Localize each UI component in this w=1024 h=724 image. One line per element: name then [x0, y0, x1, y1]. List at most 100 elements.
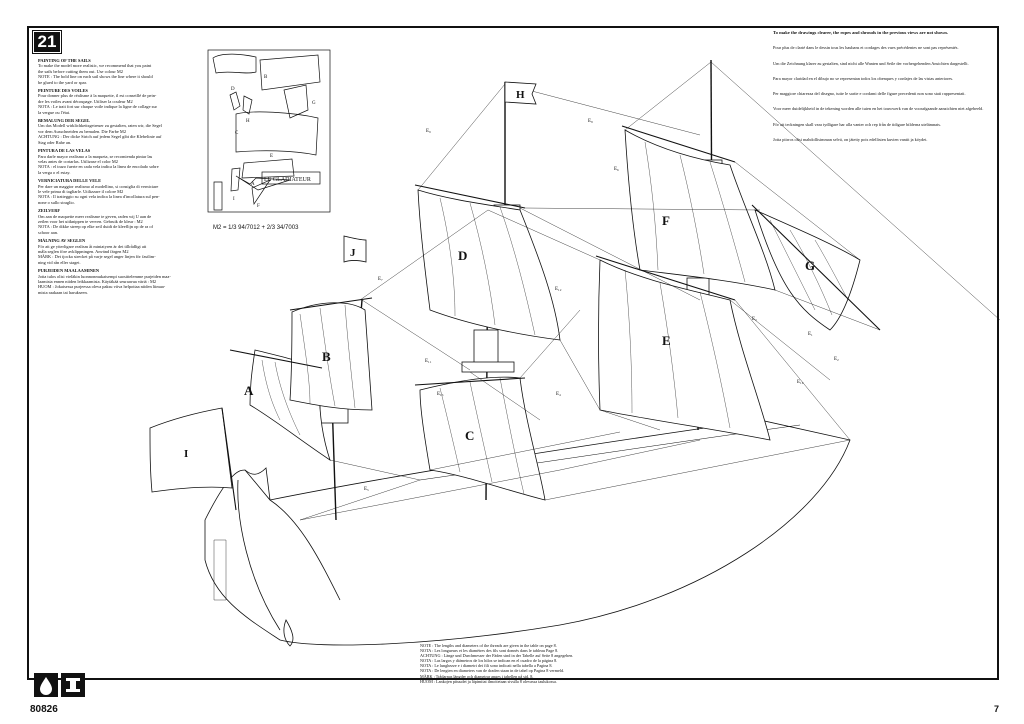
instruction-line: the sails before cutting them out. Use c…: [38, 68, 123, 74]
sail-letter: G: [805, 258, 815, 273]
instruction-heading: PURJEIDEN MAALAAMINEN: [38, 268, 100, 274]
instruction-line: För att ge ytterligare realism åt miniat…: [38, 243, 147, 249]
instruction-heading: ZEILVERF: [38, 208, 61, 214]
paint-formula: M2 = 1/3 94/7012 + 2/3 34/7003: [213, 225, 299, 231]
instruction-line: MÄRK : Det tjocka strecket på varje sege…: [38, 254, 156, 260]
drawing-note: För att teckningen skall vara tydligare …: [773, 121, 941, 127]
drawing-note: To make the drawings clearer, the ropes …: [773, 30, 948, 35]
flag-i: [149, 407, 233, 493]
instruction-line: zeilen voor het uitknippen te verven. Ge…: [38, 218, 143, 224]
page-frame: [27, 26, 999, 680]
instruction-line: måla seglen före avklippningen. Använd f…: [38, 249, 129, 254]
instruction-line: velas antes de cortarlas. Utilizase el c…: [38, 158, 118, 164]
instruction-line: Per dare un maggior realismo al modellin…: [38, 183, 159, 189]
drawing-note: Jotta piirros olisi mahdollisimman selvä…: [773, 137, 928, 143]
drawing-note: Um die Zeichnung klarer zu gestalten, si…: [773, 60, 969, 66]
sail-letter: E: [662, 333, 671, 348]
sheet-letter: H: [246, 119, 250, 124]
sail-g: [754, 209, 861, 331]
thread-note-line: NOTA : Le lunghezze e i diametri dei fil…: [420, 663, 553, 669]
rigging-label: E₇: [378, 277, 383, 282]
thread-note-line: MÄRK : Trådarnas längder och diametrar a…: [420, 673, 534, 679]
sail-letter: C: [465, 428, 474, 443]
instruction-line: Stag oder Rahe an.: [38, 139, 72, 145]
sheet-letter: G: [312, 101, 316, 106]
sheet-letter: A: [251, 182, 255, 187]
sail-b: [289, 302, 373, 411]
rigging-label: E₆: [614, 167, 619, 172]
catalog-number: 80826: [30, 704, 58, 715]
sail-e: [598, 259, 771, 441]
sail-f: [624, 129, 776, 291]
drawing-note: Voor meer duidelijkheid in de tekening w…: [773, 106, 984, 112]
instruction-line: NOTA : Il tratteggio su ogni vela indica…: [38, 194, 160, 200]
instruction-line: Pour donner plus de réalisme à la maquet…: [38, 93, 157, 99]
instruction-line: dre les voiles avant découpage. Utiliser…: [38, 98, 133, 104]
sail-letter: B: [322, 349, 331, 364]
rigging-label: E₁: [808, 332, 813, 337]
rigging-label: E₄: [556, 392, 561, 397]
rigging-lines: [299, 61, 1001, 521]
drawing-note: Para mayor claridad en el dibujo no se r…: [773, 75, 954, 81]
instruction-line: NOTA : Le trait fort sur chaque voile in…: [38, 104, 158, 110]
thread-note-line: NOTE : The lengths and diameters of the …: [420, 643, 557, 648]
instruction-heading: BEMALUNG DER SEGEL: [38, 118, 90, 124]
sheet-letter: C: [235, 131, 239, 136]
rigging-label: E₁₀: [797, 380, 804, 385]
sail-sheet-box: [207, 49, 331, 213]
sails: [249, 129, 861, 501]
drawing-note: Per maggiore chiarezza del disegno, tutt…: [773, 91, 966, 97]
instruction-line: ning vid rån eller staget.: [38, 259, 81, 265]
instruction-line: Para darle mayor realismo a la maqueta, …: [38, 153, 153, 159]
sail-letters: A B C D E F G H I J: [184, 89, 815, 460]
flag-letter: I: [184, 448, 188, 460]
instruction-line: NOTE : The bold line on each sail shows …: [38, 74, 153, 80]
rigging-label: E₈: [588, 119, 593, 124]
instruction-heading: VERNICIATURA DELLE VELE: [38, 178, 102, 184]
sheet-ship-name: LE GLADIATEUR: [264, 177, 311, 183]
step-number: 21: [32, 30, 62, 54]
instruction-heading: PEINTURE DES VOILES: [38, 88, 88, 94]
rigging-label: E₁₂: [555, 287, 562, 292]
instruction-line: la vergue ou l'étai.: [38, 109, 71, 115]
instruction-line: ACHTUNG : Der dicke Strich auf jedem Seg…: [38, 134, 162, 140]
flags: [149, 81, 537, 511]
rigging-label: E₃: [752, 317, 757, 322]
flag-letter: H: [516, 89, 525, 101]
instruction-line: Jotta tulos olisi vieläkin luonnonmukais…: [38, 273, 171, 279]
yards: [229, 125, 881, 386]
rigging-label: E₉: [426, 129, 431, 134]
sail-letter: D: [458, 248, 467, 263]
sheet-letter: D: [231, 87, 235, 92]
instruction-line: le vele prima di tagliarle. Utilizzare i…: [38, 188, 124, 194]
instruction-line: be glued to the yard or spar.: [38, 79, 87, 85]
thread-note-line: ACHTUNG : Länge und Durchmesser der Fäde…: [420, 653, 574, 659]
sheet-letter: I: [233, 197, 235, 202]
flag-j: [343, 235, 367, 263]
instruction-heading: MÅLNING AV SEGLEN: [38, 238, 86, 244]
rigging-label: E₁₁: [425, 359, 432, 364]
drawing-note: Pour plus de clarté dans le dessin tous …: [773, 45, 959, 51]
instruction-line: Om aan de maquette meer realisme te geve…: [38, 213, 152, 219]
instruction-line: laamista ennen niiden leikkaamista. Käyt…: [38, 279, 157, 285]
thread-note-line: NOTA : De lengten en diameters van de dr…: [420, 668, 565, 674]
instruction-line: la verga o el estay.: [38, 169, 71, 175]
bottom-icons: [34, 673, 94, 704]
sail-c: [419, 376, 546, 501]
instruction-line: HUOM : Jokaisessa purjeessa oleva paksu …: [38, 284, 166, 290]
sail-d: [417, 189, 561, 341]
thread-length-notes: NOTE : The lengths and diameters of the …: [420, 643, 680, 684]
instruction-line: none o sullo straglio.: [38, 199, 75, 205]
thread-note-line: HUOM : Lankojen pituudet ja läpimitat il…: [420, 678, 557, 684]
drawing-notes: To make the drawings clearer, the ropes …: [773, 30, 991, 152]
rigging-label: E₁₃: [437, 392, 444, 397]
sheet-letter: B: [264, 75, 268, 80]
